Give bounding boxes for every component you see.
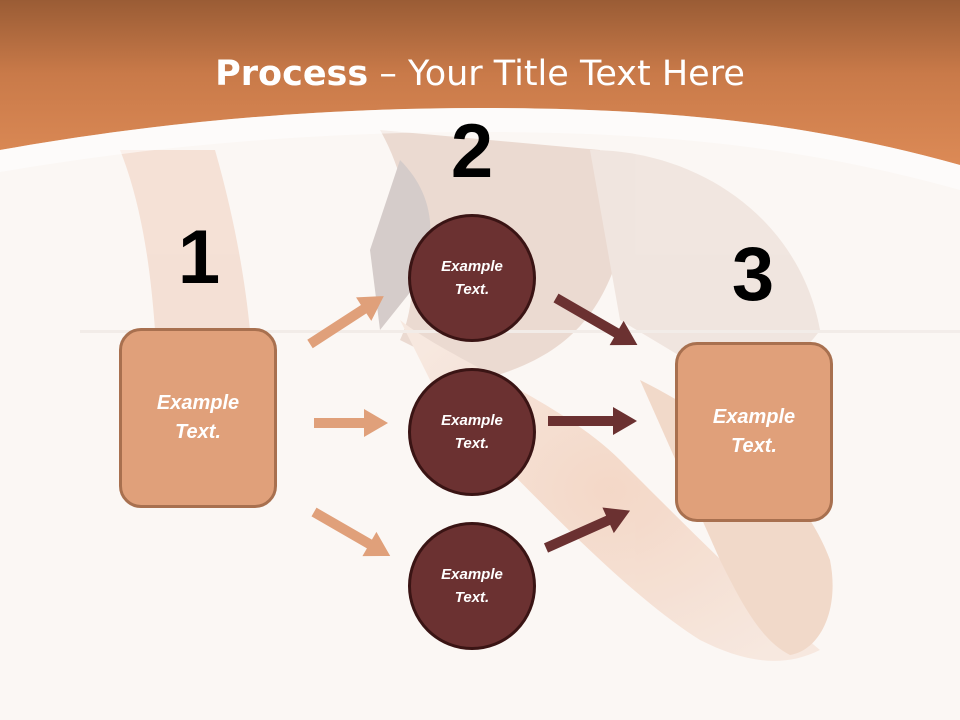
circle-bottom: Example Text.	[408, 522, 536, 650]
circle-top: Example Text.	[408, 214, 536, 342]
circle-middle-text: Example Text.	[441, 412, 503, 452]
step-number-1: 1	[177, 215, 221, 300]
circle-top-text: Example Text.	[441, 258, 503, 298]
left-step-text: Example Text.	[156, 392, 240, 443]
circle-bottom-text: Example Text.	[441, 566, 503, 606]
circle-middle: Example Text.	[408, 368, 536, 496]
right-step-box: Example Text.	[675, 342, 833, 522]
left-step-box: Example Text.	[119, 328, 277, 508]
title-rest: – Your Title Text Here	[368, 54, 745, 94]
step-number-3: 3	[731, 232, 775, 317]
title-bold: Process	[215, 54, 369, 94]
step-number-2: 2	[450, 109, 494, 194]
right-step-text: Example Text.	[712, 406, 796, 457]
slide-title: Process – Your Title Text Here	[0, 52, 960, 96]
